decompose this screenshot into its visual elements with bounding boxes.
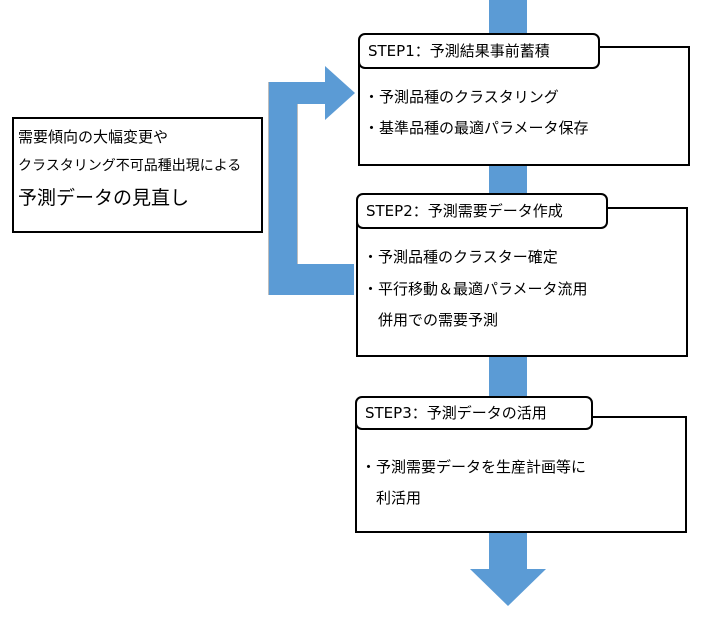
feedback-note-line-3: 予測データの見直し [18,187,190,209]
step2-item-1: ・予測品種のクラスター確定 [363,248,558,266]
feedback-loop-top-arm [269,82,327,104]
step2-item-3: 併用での需要予測 [363,311,499,329]
feedback-loop-bottom-arm [269,264,354,295]
feedback-loop-edge-inner [297,104,298,264]
step3-title: STEP3：予測データの活用 [355,396,593,430]
step3-item-1: ・予測需要データを生産計画等に [361,458,587,476]
feedback-loop-edge-left [268,82,269,295]
step3-content-box [355,416,687,533]
feedback-note-box [12,117,263,233]
feedback-note-line-2: クラスタリング不可品種出現による [18,158,242,174]
arrowhead-down-icon [470,569,546,606]
step1-item-2: ・基準品種の最適パラメータ保存 [364,119,589,137]
feedback-note-line-1: 需要傾向の大幅変更や [18,128,169,146]
feedback-loop-vertical [269,82,298,295]
step2-item-2: ・平行移動＆最適パラメータ流用 [363,280,588,298]
flow-arrow-bottom [489,531,527,571]
step1-item-1: ・予測品種のクラスタリング [364,88,559,106]
step1-title: STEP1：予測結果事前蓄積 [358,33,600,69]
step2-title: STEP2：予測需要データ作成 [356,193,608,229]
arrowhead-right-icon [325,66,355,120]
step2-content-box [356,207,688,357]
step3-item-2: 利活用 [361,489,422,507]
